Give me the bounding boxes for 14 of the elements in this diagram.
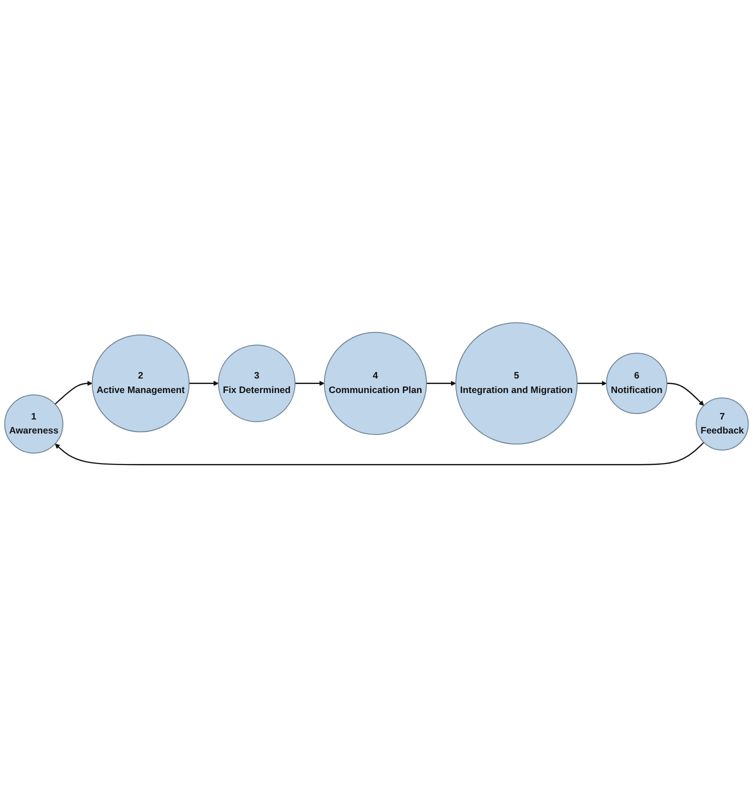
node-circle: 5 Integration and Migration — [455, 322, 578, 444]
arrow — [54, 442, 704, 466]
node-circle: 7 Feedback — [696, 397, 749, 450]
arrow — [295, 380, 325, 386]
arrow — [54, 380, 92, 404]
arrow — [426, 380, 456, 386]
node-circle: 2 Active Management — [92, 334, 190, 432]
node-circle: 4 Communication Plan — [324, 332, 427, 435]
node-circle: 3 Fix Determined — [218, 344, 296, 422]
node-circle: 6 Notification — [606, 352, 668, 414]
arrow — [666, 382, 704, 406]
arrow — [189, 380, 219, 386]
arrow — [577, 380, 607, 386]
node-circle: 1 Awareness — [4, 394, 64, 454]
